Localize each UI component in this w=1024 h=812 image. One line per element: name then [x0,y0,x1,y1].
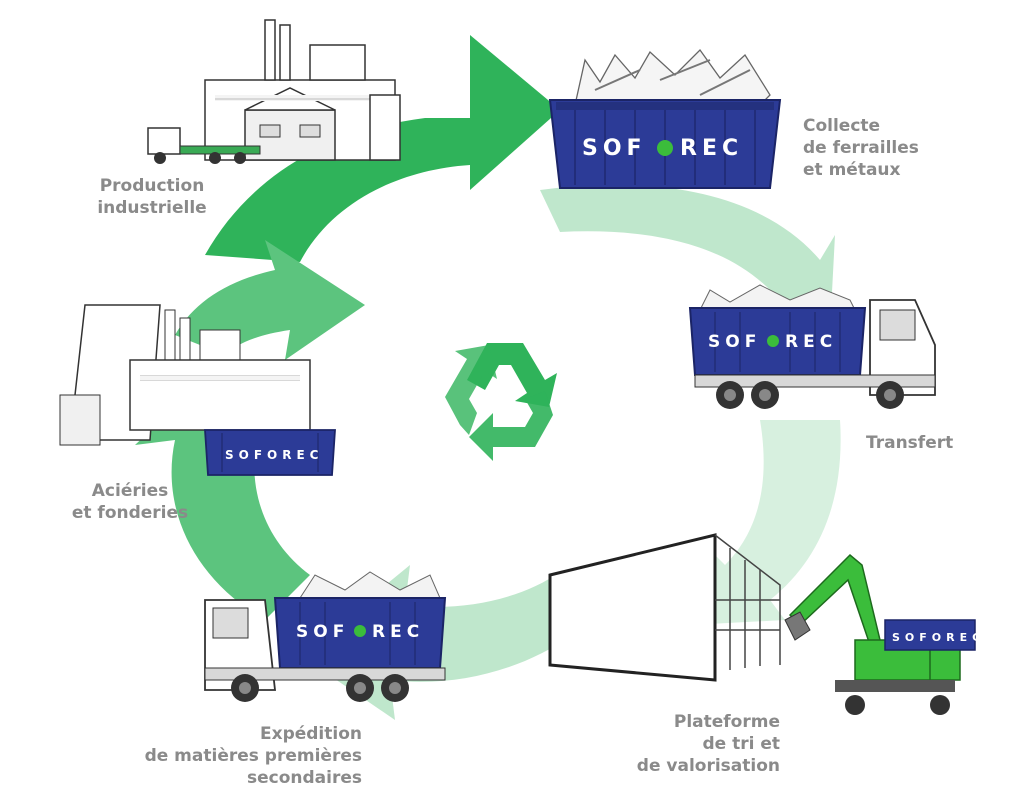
stage-label-plateforme: Plateforme de tri et de valorisation [636,712,780,776]
svg-text:REC: REC [785,332,837,352]
material-handler-icon: SOFOREC [784,553,985,715]
brand-logo-collecte: SOF [582,136,647,161]
stage-label-transfert: Transfert [866,433,954,453]
svg-text:SOF: SOF [296,622,349,642]
svg-text:SOF: SOF [708,332,761,352]
stage-label-production: Production industrielle [97,176,207,218]
skip-container-icon: SOF REC [548,48,782,189]
stage-label-acieries: Aciéries et fonderies [71,481,189,523]
svg-text:SOFOREC: SOFOREC [225,448,324,462]
svg-text:SOFOREC: SOFOREC [892,631,985,644]
steelworks-icon: SOFOREC [59,304,336,476]
sorting-platform-building [548,533,781,682]
svg-text:REC: REC [372,622,424,642]
truck-icon: SOF REC [688,284,936,409]
svg-text:REC: REC [680,136,743,161]
factory-icon [147,19,401,164]
recycle-icon [445,343,557,461]
cycle-arrow-transfert-to-plateforme [690,420,841,625]
stage-label-expedition: Expédition de matières premières seconda… [144,724,362,788]
truck-icon: SOF REC [204,571,447,702]
stage-label-collecte: Collecte de ferrailles et métaux [803,116,919,180]
